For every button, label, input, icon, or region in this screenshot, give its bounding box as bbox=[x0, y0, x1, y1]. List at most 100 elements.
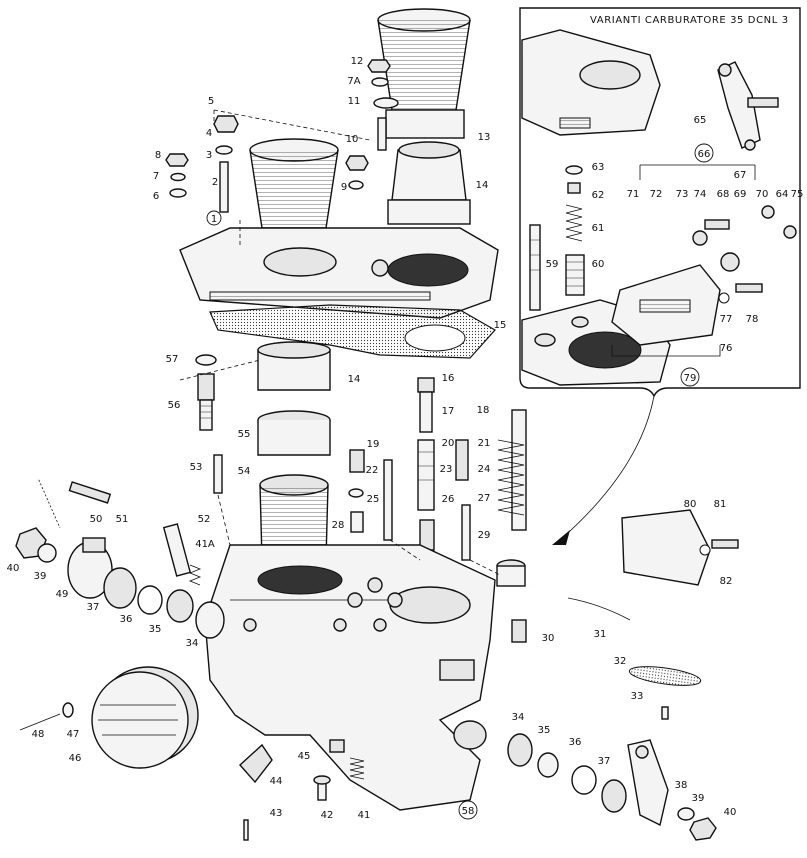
callout-50: 50 bbox=[90, 514, 103, 525]
callout-8: 8 bbox=[155, 150, 161, 161]
callout-circle-79 bbox=[680, 367, 700, 387]
inset-pointer-arrowhead bbox=[552, 530, 570, 545]
callout-23: 23 bbox=[440, 464, 453, 475]
callout-43: 43 bbox=[270, 808, 283, 819]
inset-carb-top bbox=[521, 29, 671, 386]
callout-37: 37 bbox=[87, 602, 100, 613]
jet-assembly-59-63 bbox=[529, 165, 585, 311]
callout-17: 17 bbox=[442, 406, 455, 417]
callout-14: 14 bbox=[476, 180, 489, 191]
callout-34: 34 bbox=[186, 638, 199, 649]
callout-56: 56 bbox=[168, 400, 181, 411]
right-cluster-34-40 bbox=[507, 733, 717, 841]
callout-70: 70 bbox=[756, 189, 769, 200]
callout-circle-58 bbox=[458, 800, 478, 820]
callout-30: 30 bbox=[542, 633, 555, 644]
callout-75: 75 bbox=[791, 189, 804, 200]
callout-80: 80 bbox=[684, 499, 697, 510]
choke-tube-14-upper bbox=[387, 141, 471, 225]
callout-35: 35 bbox=[538, 725, 551, 736]
callout-45: 45 bbox=[298, 751, 311, 762]
choke-tube-14-lower bbox=[257, 341, 331, 391]
callout-31: 31 bbox=[594, 629, 607, 640]
callout-47: 47 bbox=[67, 729, 80, 740]
callout-12: 12 bbox=[351, 56, 364, 67]
left-cluster-34-51 bbox=[15, 477, 225, 639]
callout-22: 22 bbox=[366, 465, 379, 476]
callout-circle-66 bbox=[694, 143, 714, 163]
needle-valve-56 bbox=[195, 354, 217, 431]
callout-60: 60 bbox=[592, 259, 605, 270]
lower-small-parts-41-45 bbox=[239, 739, 365, 841]
callout-37: 37 bbox=[598, 756, 611, 767]
callout-24: 24 bbox=[478, 464, 491, 475]
callout-68: 68 bbox=[717, 189, 730, 200]
callout-14: 14 bbox=[348, 374, 361, 385]
callout-81: 81 bbox=[714, 499, 727, 510]
callout-42: 42 bbox=[321, 810, 334, 821]
callout-41A: 41A bbox=[195, 539, 215, 550]
callout-circle-1 bbox=[206, 210, 222, 226]
gasket-15 bbox=[209, 304, 496, 359]
variants-inset-panel: VARIANTI CARBURATORE 35 DCNL 3 bbox=[519, 7, 801, 398]
callout-48: 48 bbox=[32, 729, 45, 740]
callout-51: 51 bbox=[116, 514, 129, 525]
callout-7: 7 bbox=[153, 171, 159, 182]
callout-69: 69 bbox=[734, 189, 747, 200]
callout-20: 20 bbox=[442, 438, 455, 449]
callout-1: 1 bbox=[211, 214, 217, 225]
callout-63: 63 bbox=[592, 162, 605, 173]
callout-4: 4 bbox=[206, 128, 212, 139]
inset-title: VARIANTI CARBURATORE 35 DCNL 3 bbox=[590, 15, 789, 26]
callout-71: 71 bbox=[627, 189, 640, 200]
callout-21: 21 bbox=[478, 438, 491, 449]
auxiliary-venturi-55 bbox=[257, 410, 331, 456]
callout-79: 79 bbox=[684, 373, 697, 384]
assembly-line-upper bbox=[179, 109, 371, 381]
throttle-disc-32 bbox=[628, 666, 702, 686]
callout-65: 65 bbox=[694, 115, 707, 126]
plug-30 bbox=[511, 619, 527, 643]
callout-66: 66 bbox=[698, 149, 711, 160]
callout-78: 78 bbox=[746, 314, 759, 325]
callout-7A: 7A bbox=[347, 76, 360, 87]
callout-67: 67 bbox=[734, 170, 747, 181]
lever-65 bbox=[717, 61, 779, 151]
callout-52: 52 bbox=[198, 514, 211, 525]
air-horn-left bbox=[249, 138, 339, 229]
callout-53: 53 bbox=[190, 462, 203, 473]
callout-11: 11 bbox=[348, 96, 361, 107]
callout-38: 38 bbox=[675, 780, 688, 791]
callout-34: 34 bbox=[512, 712, 525, 723]
callout-49: 49 bbox=[56, 589, 69, 600]
callout-27: 27 bbox=[478, 493, 491, 504]
callout-10: 10 bbox=[346, 134, 359, 145]
callout-72: 72 bbox=[650, 189, 663, 200]
callout-82: 82 bbox=[720, 576, 733, 587]
callout-13: 13 bbox=[478, 132, 491, 143]
callout-57: 57 bbox=[166, 354, 179, 365]
carburetor-body-58 bbox=[204, 544, 496, 811]
callout-5: 5 bbox=[208, 96, 214, 107]
callout-74: 74 bbox=[694, 189, 707, 200]
callout-62: 62 bbox=[592, 190, 605, 201]
callout-15: 15 bbox=[494, 320, 507, 331]
callout-39: 39 bbox=[34, 571, 47, 582]
callout-54: 54 bbox=[238, 466, 251, 477]
cover-1 bbox=[179, 227, 499, 319]
callout-16: 16 bbox=[442, 373, 455, 384]
callout-46: 46 bbox=[69, 753, 82, 764]
callout-44: 44 bbox=[270, 776, 283, 787]
cover-46 bbox=[19, 666, 199, 769]
inset-pointer-curve bbox=[559, 395, 655, 541]
jets-16-27 bbox=[213, 377, 471, 561]
callout-40: 40 bbox=[724, 807, 737, 818]
throttle-shaft-31 bbox=[529, 584, 801, 686]
callout-3: 3 bbox=[206, 150, 212, 161]
callout-29: 29 bbox=[478, 530, 491, 541]
callout-36: 36 bbox=[569, 737, 582, 748]
assembly-line-lower bbox=[217, 494, 501, 576]
callout-61: 61 bbox=[592, 223, 605, 234]
callout-40: 40 bbox=[7, 563, 20, 574]
